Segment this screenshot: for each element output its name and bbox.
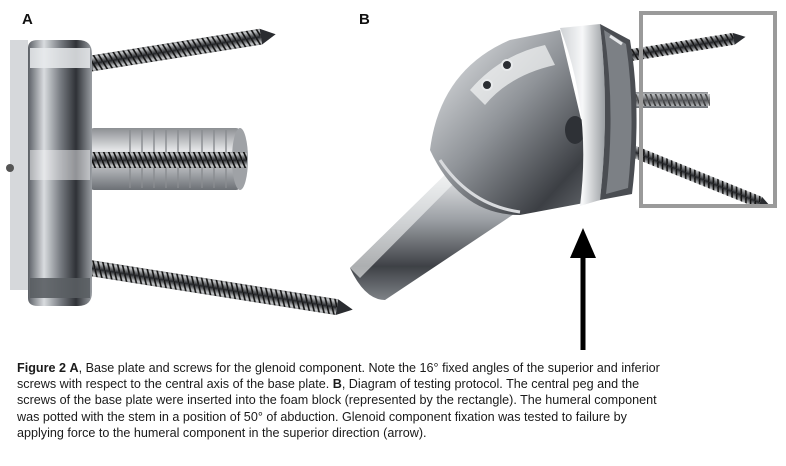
glenoid-screws [624,32,771,209]
caption-line-4: was potted with the stem in a position o… [17,409,627,424]
caption-text-1: , Base plate and screws for the glenoid … [78,361,660,375]
panel-b-illustration [350,11,777,350]
caption-text-3: , Diagram of testing protocol. The centr… [341,377,640,392]
glenosphere [560,24,637,206]
panel-a-label: A [22,11,33,28]
figure-illustration [6,11,777,350]
panel-b-label: B [359,11,370,28]
caption-panel-b-ref: B [332,377,342,392]
central-peg [90,128,248,190]
foam-block-rectangle [639,11,777,208]
caption-line-1: Figure 2 A, Base plate and screws for th… [17,360,773,376]
caption-line-3: screws of the base plate were inserted i… [17,393,657,408]
figure-caption: Figure 2 A, Base plate and screws for th… [17,360,773,441]
humeral-body [430,30,600,215]
caption-line-2: screws with respect to the central axis … [17,376,773,392]
superior-screw [81,28,276,72]
inferior-screw [88,260,353,316]
panel-a-illustration [6,28,353,316]
caption-text-2: screws with respect to the central axis … [17,377,330,392]
force-arrow [570,228,596,350]
figure-number: Figure 2 [17,361,66,375]
caption-line-5: applying force to the humeral component … [17,425,427,440]
base-plate [6,40,92,306]
caption-panel-a-ref: A [69,361,79,375]
